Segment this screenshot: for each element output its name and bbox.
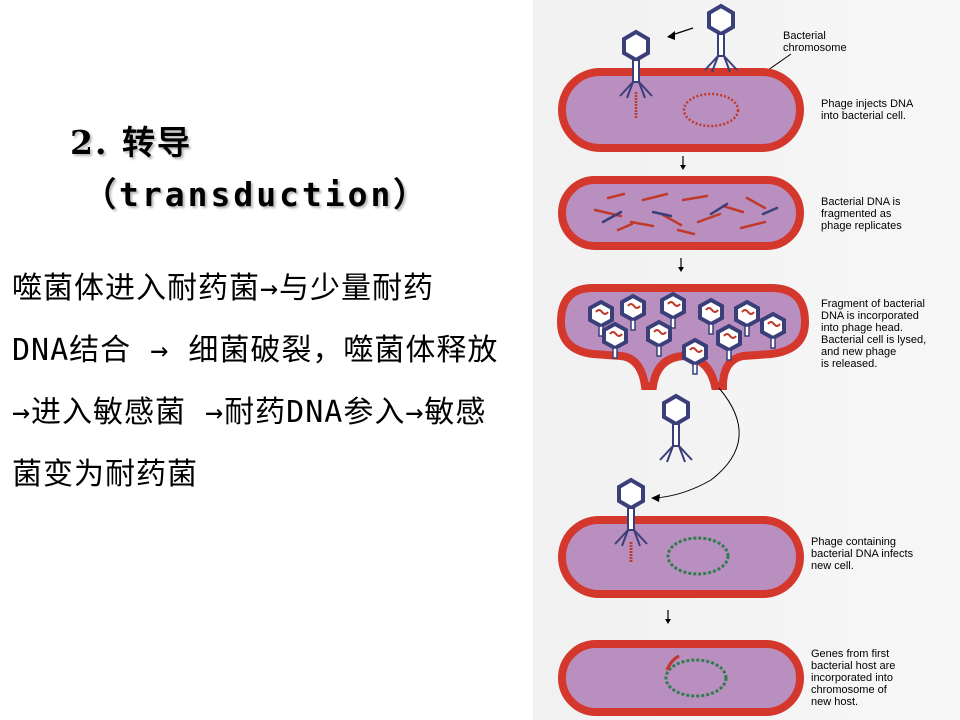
down-arrow-icon xyxy=(665,610,671,624)
integrated-gene-segment xyxy=(665,654,680,671)
slide-title: 2. 转导 xyxy=(70,123,192,162)
approach-arrow-head xyxy=(667,31,675,40)
cell-step-5 xyxy=(558,640,804,716)
transduction-diagram xyxy=(533,0,960,720)
bacterial-chromosome xyxy=(682,92,740,128)
dna-fragments xyxy=(593,192,767,236)
cell-step-3-lysed xyxy=(556,284,810,390)
reinfection-arrow-head xyxy=(651,494,660,502)
caption-step-3: Fragment of bacterial DNA is incorporate… xyxy=(821,298,927,370)
slide-body-text: 噬菌体进入耐药菌→与少量耐药 DNA结合 → 细菌破裂，噬菌体释放 →进入敏感菌… xyxy=(12,271,499,492)
host-chromosome xyxy=(666,536,730,576)
phage-dna-fragments xyxy=(601,202,779,224)
caption-step-2: Bacterial DNA is fragmented as phage rep… xyxy=(821,196,902,232)
cell-step-2 xyxy=(558,176,804,250)
caption-step-4: Phage containing bacterial DNA infects n… xyxy=(811,536,914,572)
cell-step-4 xyxy=(558,516,804,598)
down-arrow-icon xyxy=(680,156,686,170)
caption-bacterial-chromosome: Bacterial chromosome xyxy=(783,30,847,54)
recombined-chromosome xyxy=(664,658,728,698)
down-arrow-icon xyxy=(678,258,684,272)
slide-subtitle: （transduction） xyxy=(83,175,430,214)
caption-step-1: Phage injects DNA into bacterial cell. xyxy=(821,98,914,122)
reinfection-arrow xyxy=(654,387,740,499)
caption-step-5: Genes from first bacterial host are inco… xyxy=(811,648,896,708)
transduction-figure: Bacterial chromosome Phage injects DNA i… xyxy=(533,0,960,720)
cell-step-1 xyxy=(558,68,804,152)
